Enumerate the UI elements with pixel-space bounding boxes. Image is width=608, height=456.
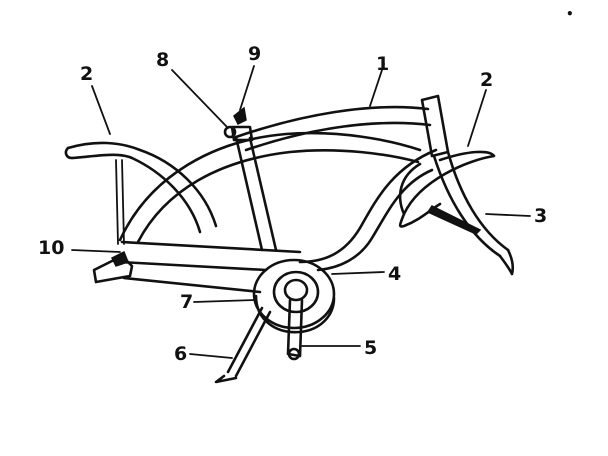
label-frame: 1 bbox=[376, 53, 389, 75]
front-fender-edge bbox=[398, 162, 422, 216]
leader-lines bbox=[71, 63, 531, 359]
label-rear-fender: 2 bbox=[80, 63, 93, 85]
label-fork: 3 bbox=[534, 205, 547, 227]
label-kickstand: 6 bbox=[174, 343, 187, 365]
front-fender bbox=[398, 150, 496, 228]
leader-1 bbox=[369, 63, 385, 107]
leader-2-right bbox=[467, 89, 487, 147]
arched-stay-outer bbox=[118, 131, 422, 242]
leader-6 bbox=[189, 353, 233, 359]
label-chain-guard: 4 bbox=[388, 263, 401, 285]
rear-fender-tip bbox=[64, 146, 74, 160]
leader-8 bbox=[171, 69, 229, 129]
rear-fender bbox=[66, 141, 218, 228]
chain-ring bbox=[272, 270, 320, 314]
kickstand-foot bbox=[214, 374, 238, 384]
label-chain: 7 bbox=[180, 291, 193, 313]
leader-3 bbox=[485, 213, 531, 217]
chain-stay-bottom bbox=[118, 260, 268, 272]
fork-blade-left bbox=[432, 154, 502, 258]
seat-clamp-bolt bbox=[223, 125, 237, 139]
arched-stay-inner bbox=[136, 149, 420, 244]
head-tube bbox=[420, 94, 450, 158]
top-tube bbox=[234, 105, 430, 139]
crank-arm bbox=[286, 298, 304, 358]
kickstand-left bbox=[226, 306, 264, 374]
leader-9 bbox=[239, 65, 255, 111]
rear-fender-inner bbox=[70, 153, 202, 234]
down-tube-outer bbox=[298, 148, 438, 264]
fork-blade-right bbox=[446, 150, 510, 252]
seat-tube-left bbox=[234, 135, 264, 252]
leader-10 bbox=[71, 249, 121, 253]
label-front-fender: 2 bbox=[480, 69, 493, 91]
top-tube-inner bbox=[244, 121, 432, 152]
label-crank: 5 bbox=[364, 337, 377, 359]
seat-tube-right bbox=[248, 136, 278, 252]
chain-guard-disk bbox=[252, 258, 336, 330]
chain-guard-lower bbox=[122, 276, 262, 294]
label-seat-clamp: 8 bbox=[156, 49, 169, 71]
fender-strut-2 bbox=[121, 159, 125, 245]
chain-stay-top bbox=[120, 240, 302, 254]
pedal-bolt bbox=[287, 347, 301, 361]
bottom-bracket bbox=[283, 278, 309, 302]
corner-mark: • bbox=[566, 7, 574, 21]
rear-axle-point bbox=[110, 250, 129, 267]
leader-2-left bbox=[91, 85, 111, 135]
down-tube-inner bbox=[316, 168, 434, 272]
seat-post-top bbox=[233, 106, 247, 126]
fork-tip bbox=[498, 248, 515, 276]
kickstand-right bbox=[234, 310, 272, 378]
label-seat-post: 9 bbox=[248, 43, 261, 65]
leader-4 bbox=[331, 271, 385, 275]
fender-strut bbox=[115, 159, 119, 245]
label-rear-axle: 10 bbox=[38, 237, 64, 259]
leader-7 bbox=[193, 299, 257, 303]
